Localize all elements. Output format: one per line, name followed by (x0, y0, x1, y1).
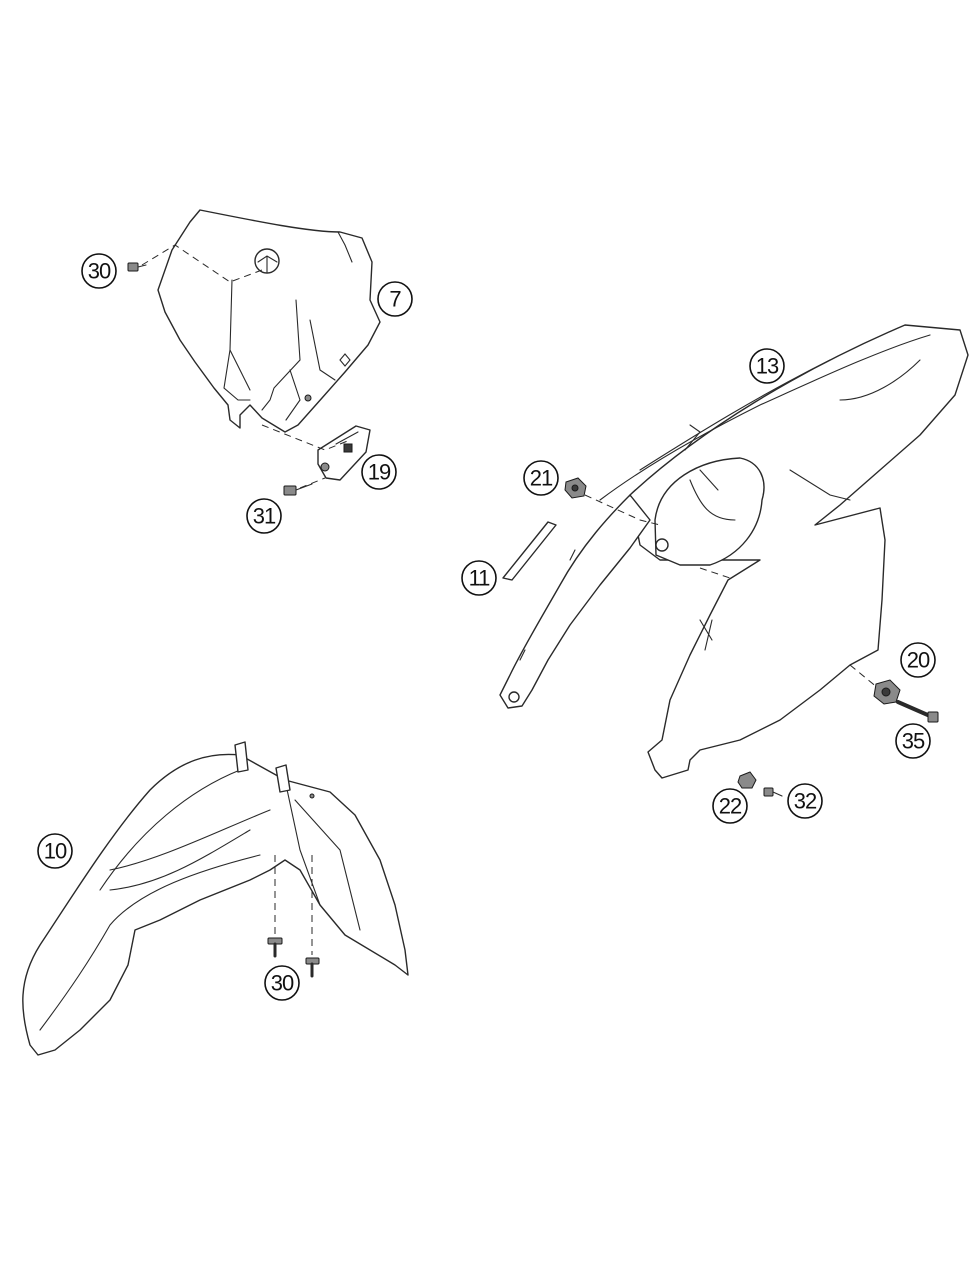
leader-31 (299, 477, 326, 489)
number-plate-part (157, 209, 381, 433)
callout-30a: 30 (81, 253, 117, 289)
leader-21 (584, 494, 661, 526)
screw-32 (763, 787, 783, 797)
screw-30a (127, 262, 147, 272)
leader-19 (261, 424, 351, 451)
leader-13-bottom (699, 567, 731, 579)
screw-30b-left (267, 937, 283, 958)
washer-22 (737, 771, 757, 789)
callout-35: 35 (895, 723, 931, 759)
callout-11: 11 (461, 560, 497, 596)
svg-text:32: 32 (794, 789, 817, 814)
bracket-part (317, 425, 371, 481)
svg-text:30: 30 (88, 259, 111, 284)
callout-32: 32 (787, 783, 823, 819)
callout-21: 21 (523, 460, 559, 496)
svg-text:20: 20 (907, 648, 930, 673)
grommet-20 (873, 679, 901, 705)
callout-22: 22 (712, 788, 748, 824)
svg-text:7: 7 (389, 287, 401, 312)
leader-30a (141, 244, 263, 283)
callout-19: 19 (361, 454, 397, 490)
rear-fender-part (499, 324, 969, 779)
callout-31: 31 (246, 498, 282, 534)
svg-text:22: 22 (719, 794, 742, 819)
callout-30b: 30 (264, 965, 300, 1001)
svg-text:10: 10 (44, 839, 67, 864)
svg-text:13: 13 (756, 354, 779, 379)
decal-part (502, 521, 557, 581)
svg-text:21: 21 (530, 466, 553, 491)
svg-text:35: 35 (902, 729, 925, 754)
nut-21 (564, 477, 587, 499)
svg-text:11: 11 (469, 566, 491, 591)
callout-7: 7 (377, 281, 413, 317)
callout-20: 20 (900, 642, 936, 678)
front-fender-part (22, 741, 409, 1056)
leader-20 (849, 664, 879, 689)
svg-text:30: 30 (271, 971, 294, 996)
screw-30b-right (305, 957, 320, 978)
callout-10: 10 (37, 833, 73, 869)
bolt-35 (896, 700, 939, 723)
svg-text:19: 19 (368, 460, 391, 485)
svg-text:31: 31 (253, 504, 276, 529)
screw-31 (283, 483, 313, 496)
callout-13: 13 (749, 348, 785, 384)
